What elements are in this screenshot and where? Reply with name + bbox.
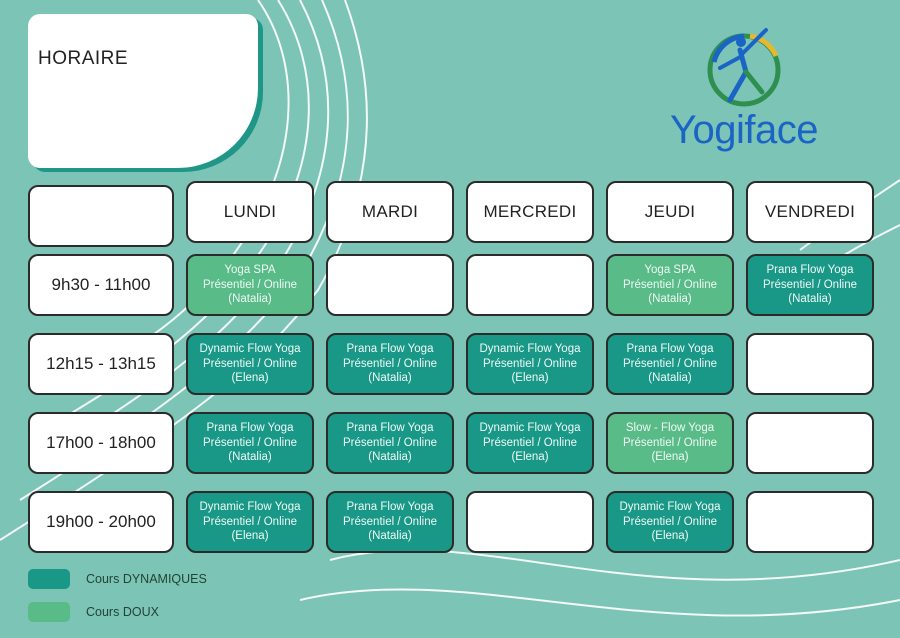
class-mode: Présentiel / Online (623, 436, 717, 449)
class-mode: Présentiel / Online (483, 436, 577, 449)
class-teacher: (Elena) (651, 451, 689, 464)
class-name: Dynamic Flow Yoga (199, 343, 301, 356)
legend-swatch (28, 569, 70, 589)
class-teacher: (Elena) (511, 372, 549, 385)
class-name: Slow - Flow Yoga (625, 422, 715, 435)
day-header-mercredi: MERCREDI (466, 181, 594, 243)
time-slot: 19h00 - 20h00 (28, 491, 174, 553)
class-mode: Présentiel / Online (483, 357, 577, 370)
class-name: Yoga SPA (644, 264, 696, 277)
empty-slot (746, 412, 874, 474)
empty-slot (466, 491, 594, 553)
legend-label: Cours DOUX (86, 605, 159, 619)
day-header-vendredi: VENDREDI (746, 181, 874, 243)
class-mode: Présentiel / Online (623, 515, 717, 528)
day-header-mardi: MARDI (326, 181, 454, 243)
legend-item-doux: Cours DOUX (28, 601, 159, 623)
class-name: Yoga SPA (224, 264, 276, 277)
class-name: Prana Flow Yoga (766, 264, 854, 277)
class-teacher: (Natalia) (368, 451, 412, 464)
time-slot: 12h15 - 13h15 (28, 333, 174, 395)
class-name: Dynamic Flow Yoga (199, 501, 301, 514)
class-teacher: (Elena) (651, 530, 689, 543)
day-header-lundi: LUNDI (186, 181, 314, 243)
class-mode: Présentiel / Online (203, 515, 297, 528)
yoga-pose-icon (707, 28, 781, 107)
class-mode: Présentiel / Online (343, 515, 437, 528)
class-mode: Présentiel / Online (623, 278, 717, 291)
legend-swatch (28, 602, 70, 622)
class-teacher: (Natalia) (368, 530, 412, 543)
empty-slot (326, 254, 454, 316)
class-name: Prana Flow Yoga (346, 343, 434, 356)
legend-label: Cours DYNAMIQUES (86, 572, 207, 586)
empty-slot (466, 254, 594, 316)
empty-slot (746, 333, 874, 395)
brand-name: Yogiface (670, 108, 819, 152)
corner-cell (28, 185, 174, 247)
day-header-jeudi: JEUDI (606, 181, 734, 243)
class-name: Prana Flow Yoga (346, 422, 434, 435)
class-mode: Présentiel / Online (203, 357, 297, 370)
time-slot: 17h00 - 18h00 (28, 412, 174, 474)
class-mode: Présentiel / Online (763, 278, 857, 291)
class-name: Prana Flow Yoga (626, 343, 714, 356)
class-mode: Présentiel / Online (203, 278, 297, 291)
time-slot: 9h30 - 11h00 (28, 254, 174, 316)
class-teacher: (Elena) (231, 372, 269, 385)
title-card: HORAIRE (28, 14, 258, 168)
class-name: Dynamic Flow Yoga (619, 501, 721, 514)
class-teacher: (Natalia) (648, 372, 692, 385)
empty-slot (746, 491, 874, 553)
page-title: HORAIRE (38, 48, 129, 69)
class-name: Dynamic Flow Yoga (479, 422, 581, 435)
class-name: Dynamic Flow Yoga (479, 343, 581, 356)
yogiface-logo: Yogiface (664, 22, 824, 162)
class-teacher: (Natalia) (228, 293, 272, 306)
class-teacher: (Natalia) (368, 372, 412, 385)
class-teacher: (Natalia) (648, 293, 692, 306)
class-teacher: (Natalia) (788, 293, 832, 306)
class-teacher: (Elena) (231, 530, 269, 543)
class-mode: Présentiel / Online (623, 357, 717, 370)
class-name: Prana Flow Yoga (206, 422, 294, 435)
legend-item-dynamique: Cours DYNAMIQUES (28, 568, 207, 590)
class-teacher: (Elena) (511, 451, 549, 464)
class-mode: Présentiel / Online (203, 436, 297, 449)
class-teacher: (Natalia) (228, 451, 272, 464)
class-mode: Présentiel / Online (343, 436, 437, 449)
class-mode: Présentiel / Online (343, 357, 437, 370)
class-name: Prana Flow Yoga (346, 501, 434, 514)
